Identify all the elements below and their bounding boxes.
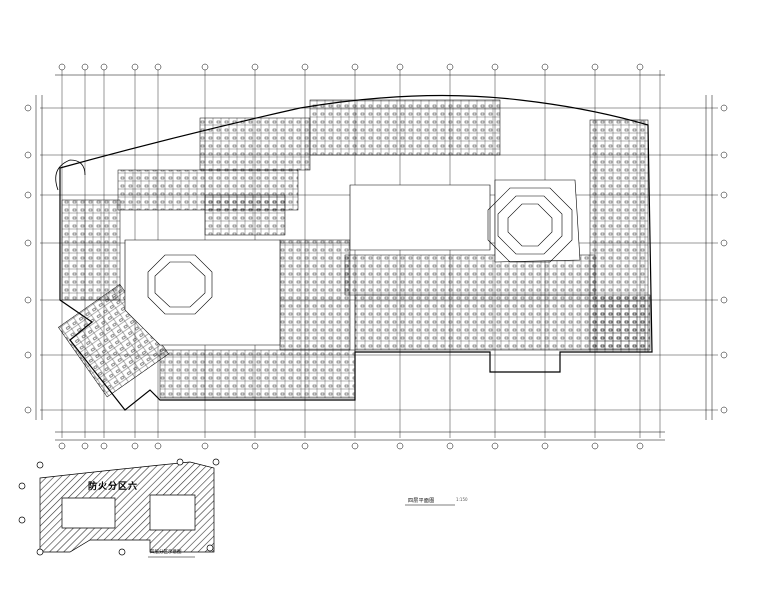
corner-tower: [55, 159, 86, 191]
octagon-atriums: [147, 187, 573, 315]
room-zones: [58, 99, 651, 399]
axis-bubbles-bottom: [58, 442, 644, 450]
plan-title: 四层平面图: [408, 498, 435, 504]
plan-scale: 1:150: [456, 497, 468, 502]
key-plan: [18, 458, 220, 556]
dimension-lines: [35, 74, 713, 441]
axis-bubbles-side: [24, 104, 728, 414]
title-underlines: [148, 504, 455, 558]
courtyards: [124, 179, 581, 346]
fire-zone-label: 防火分区六: [88, 482, 139, 492]
key-plan-title: 四层分区示意图: [150, 550, 182, 555]
axis-bubbles-top: [58, 63, 644, 71]
